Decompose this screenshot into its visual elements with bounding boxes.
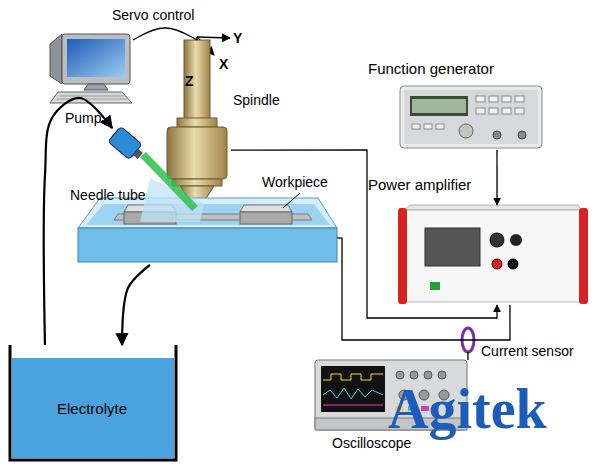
axis-letter: Y <box>233 30 242 46</box>
tank-water <box>86 204 330 225</box>
pump-illustration <box>108 126 204 222</box>
device-panel <box>404 90 538 144</box>
clamp-front <box>240 212 292 224</box>
axis-arrow <box>197 37 230 38</box>
monitor-screen <box>67 39 125 77</box>
device-node: Workpiece <box>75 197 337 265</box>
output-terminal <box>492 259 502 269</box>
pump-nozzle <box>133 149 143 159</box>
signal-trace <box>323 388 383 399</box>
panel-knob <box>510 234 522 246</box>
wire-connector <box>337 238 510 340</box>
panel-button <box>424 124 432 129</box>
pump-body <box>108 126 147 163</box>
node-label: Power amplifier <box>368 176 471 193</box>
panel-button <box>476 96 485 102</box>
device-casing <box>405 210 581 302</box>
device-handle <box>398 208 407 304</box>
power-button <box>430 282 440 290</box>
monitor-back <box>50 34 62 84</box>
output-terminal <box>508 259 518 269</box>
power-amplifier-illustration <box>398 205 588 304</box>
panel-knob <box>396 371 404 379</box>
wire-connector <box>44 98 112 345</box>
panel-knob <box>424 371 432 379</box>
spindle-column <box>184 40 210 120</box>
device-node: Power amplifier <box>398 205 590 305</box>
node-label: Spindle <box>233 92 280 108</box>
axis-letter: X <box>219 56 228 72</box>
part-name: Needle tube <box>70 187 146 203</box>
spindle-ring <box>172 179 222 186</box>
tank-front <box>78 228 337 262</box>
node-label: Pump <box>65 110 102 126</box>
device-top <box>405 205 581 210</box>
panel-button <box>412 124 420 129</box>
monitor-bezel <box>62 34 130 84</box>
panel-button <box>515 108 524 114</box>
panel-button <box>502 108 511 114</box>
signal-trace <box>323 405 383 406</box>
wire-connector <box>133 28 197 40</box>
axis-letter: Z <box>185 73 194 89</box>
device-handle <box>579 208 588 304</box>
device-node: Function generator <box>400 85 542 150</box>
keyboard <box>50 92 132 103</box>
spindle-collar <box>177 118 217 127</box>
keyboard-keys <box>57 96 127 99</box>
panel-button <box>436 124 444 129</box>
clamp-top <box>240 205 292 212</box>
panel-button <box>502 96 511 102</box>
display-glass <box>412 99 466 113</box>
wire-connector <box>496 150 497 205</box>
tank-illustration <box>78 193 337 262</box>
device-node: Servo control <box>55 32 133 102</box>
device-display <box>410 96 468 116</box>
panel-button <box>515 96 524 102</box>
panel-knob <box>490 233 504 247</box>
panel-knob <box>438 371 446 379</box>
node-label: Servo control <box>112 7 194 23</box>
panel-button <box>489 96 498 102</box>
output-connector <box>518 131 526 139</box>
watermark: Agitek <box>388 381 547 437</box>
node-label: Electrolyte <box>8 400 176 417</box>
function-generator-illustration <box>400 86 542 148</box>
device-screen <box>425 228 480 266</box>
node-label: Oscilloscope <box>332 435 411 451</box>
device-node: Pump <box>108 128 142 162</box>
device-casing <box>400 86 542 148</box>
wire-connector <box>231 150 497 318</box>
signal-trace <box>323 374 383 380</box>
computer-illustration <box>50 34 132 103</box>
scope-screen <box>321 366 385 412</box>
wire-connector <box>122 265 150 345</box>
panel-knob <box>459 124 473 138</box>
spindle-body <box>167 127 227 179</box>
panel-button <box>476 108 485 114</box>
pump-casing <box>108 126 142 159</box>
node-label: Function generator <box>368 60 494 77</box>
leader-line <box>283 193 300 208</box>
wire-connector <box>467 352 468 360</box>
panel-knob <box>410 371 418 379</box>
jet-beam <box>140 152 198 211</box>
device-node: Current sensor <box>460 328 476 352</box>
current-probe <box>462 328 474 352</box>
node-label: Workpiece <box>262 174 328 190</box>
device-node: Electrolyte <box>8 345 176 460</box>
node-label: Current sensor <box>481 343 574 359</box>
panel-button <box>489 108 498 114</box>
output-connector <box>493 131 501 139</box>
monitor-stand <box>84 84 108 90</box>
